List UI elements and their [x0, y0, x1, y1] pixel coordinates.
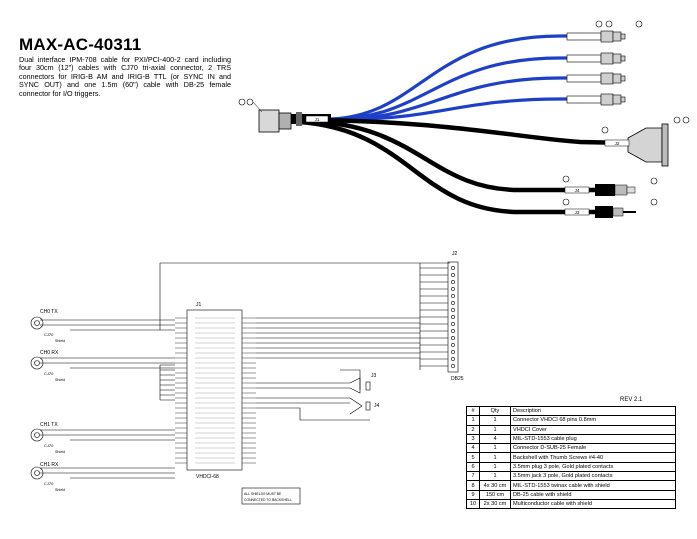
- bom-header-number: #: [466, 405, 480, 417]
- j1-cable-label: J1: [315, 117, 320, 122]
- bom-qty: 2x 30 cm: [479, 498, 511, 510]
- j1-pins: [175, 317, 256, 464]
- j3-title: J3: [371, 373, 377, 379]
- bom-description: MIL-STD-1553 cable plug: [510, 433, 676, 445]
- bom-qty: 1: [479, 452, 511, 463]
- bom-description: Connector VHDCI 68 pins 0.8mm: [510, 415, 676, 426]
- bom-qty: 1: [479, 424, 511, 435]
- ch1-rx-cj70-label: CJ70: [44, 481, 54, 486]
- bom-number: 7: [466, 471, 480, 482]
- bom-description: Backshell with Thumb Screws #4-40: [510, 452, 676, 463]
- bom-description: Connector D-SUB-25 Female: [510, 443, 676, 454]
- bom-description: 3.5mm plug 3 pole, Gold plated contacts: [510, 461, 676, 473]
- j2-db25-connector: J2: [604, 123, 669, 167]
- bom-qty: 4: [479, 433, 511, 445]
- bom-number: 8: [466, 480, 480, 491]
- bom-number: 10: [466, 498, 480, 510]
- bom-qty: 1: [479, 415, 511, 426]
- bom-header-row: # Qty Description: [466, 405, 676, 417]
- j1-internal-lines: [195, 317, 235, 464]
- j2-cable-label: J2: [615, 141, 620, 146]
- j2-connector-body: [447, 261, 459, 373]
- ch1-wiring: [40, 429, 175, 479]
- ch0-wiring: [40, 318, 175, 369]
- bom-qty: 1: [479, 461, 511, 473]
- j4-cable-label: J4: [575, 188, 580, 193]
- j1-backshell-connector: J1: [238, 98, 331, 133]
- bom-description: Multiconductor cable with shield: [510, 498, 676, 510]
- coax-bundle: [329, 34, 600, 121]
- j2-footer: DB25: [451, 376, 464, 382]
- bom-number: 1: [466, 415, 480, 426]
- drawing-title: MAX-AC-40311: [19, 35, 142, 54]
- ch1-tx-label: CH1 TX: [40, 422, 58, 428]
- cable-description: Dual interface IPM-708 cable for PXI/PCI…: [19, 55, 231, 98]
- ch0-rx-label: CH0 RX: [40, 350, 59, 356]
- j1-title: J1: [196, 302, 202, 308]
- revision-label: REV 2.1: [620, 397, 643, 403]
- ch0-tx-label: CH0 TX: [40, 309, 58, 315]
- j3-j4-wiring: [256, 369, 371, 421]
- shield-note-box: [241, 487, 301, 505]
- note-line-1: ALL SHIELDS MUST BE: [244, 492, 282, 496]
- ch0-tx-cj70-label: CJ70: [44, 332, 54, 337]
- assembly-illustration: J1: [238, 20, 690, 218]
- bom-description: DB-25 cable with shield: [510, 489, 676, 500]
- bom-qty: 1: [479, 471, 511, 482]
- ch0-rx-shield-label: Shield: [55, 378, 65, 382]
- bom-description: 3.5mm jack 3 pole, Gold plated contacts: [510, 471, 676, 482]
- j3-j4-audio-connectors: J4 J3: [564, 184, 636, 218]
- j4-title: J4: [374, 403, 380, 409]
- bom-number: 4: [466, 443, 480, 454]
- bom-number: 6: [466, 461, 480, 473]
- black-cables: [299, 117, 631, 215]
- j2-pins: [451, 266, 455, 368]
- schematic-text: J1 VHDCI-68 J2 DB25 J3 J4 CH0 TX CJ70 Sh…: [40, 251, 464, 502]
- ch1-tx-shield-label: Shield: [55, 450, 65, 454]
- ch1-rx-label: CH1 RX: [40, 462, 59, 468]
- bom-number: 3: [466, 433, 480, 445]
- j2-harness: [159, 263, 448, 401]
- wiring-schematic: [30, 261, 459, 505]
- bom-qty: 4x 30 cm: [479, 480, 511, 491]
- bom-description: VHDCI Cover: [510, 424, 676, 435]
- bom-qty: 150 cm: [479, 489, 511, 500]
- callout-circles: [562, 20, 690, 206]
- j3-cable-label: J3: [575, 210, 580, 215]
- j1-connector-body: [186, 309, 243, 471]
- j2-title: J2: [452, 251, 458, 257]
- bom-number: 2: [466, 424, 480, 435]
- ch0-rx-cj70-label: CJ70: [44, 371, 54, 376]
- ch0-tx-shield-label: Shield: [55, 339, 65, 343]
- bom-number: 5: [466, 452, 480, 463]
- bom-header-qty: Qty: [479, 405, 511, 417]
- ch1-tx-cj70-label: CJ70: [44, 443, 54, 448]
- j1-footer: VHDCI-68: [196, 474, 219, 480]
- bom-header-description: Description: [510, 405, 676, 417]
- bom-number: 9: [466, 489, 480, 500]
- coax-symbols: [30, 316, 44, 480]
- coax-plugs: [566, 30, 626, 106]
- bom-description: MIL-STD-1553 twinax cable with shield: [510, 480, 676, 491]
- bom-qty: 1: [479, 443, 511, 454]
- ch1-rx-shield-label: Shield: [55, 488, 65, 492]
- note-line-2: CONNECTED TO BACKSHELL: [244, 498, 292, 502]
